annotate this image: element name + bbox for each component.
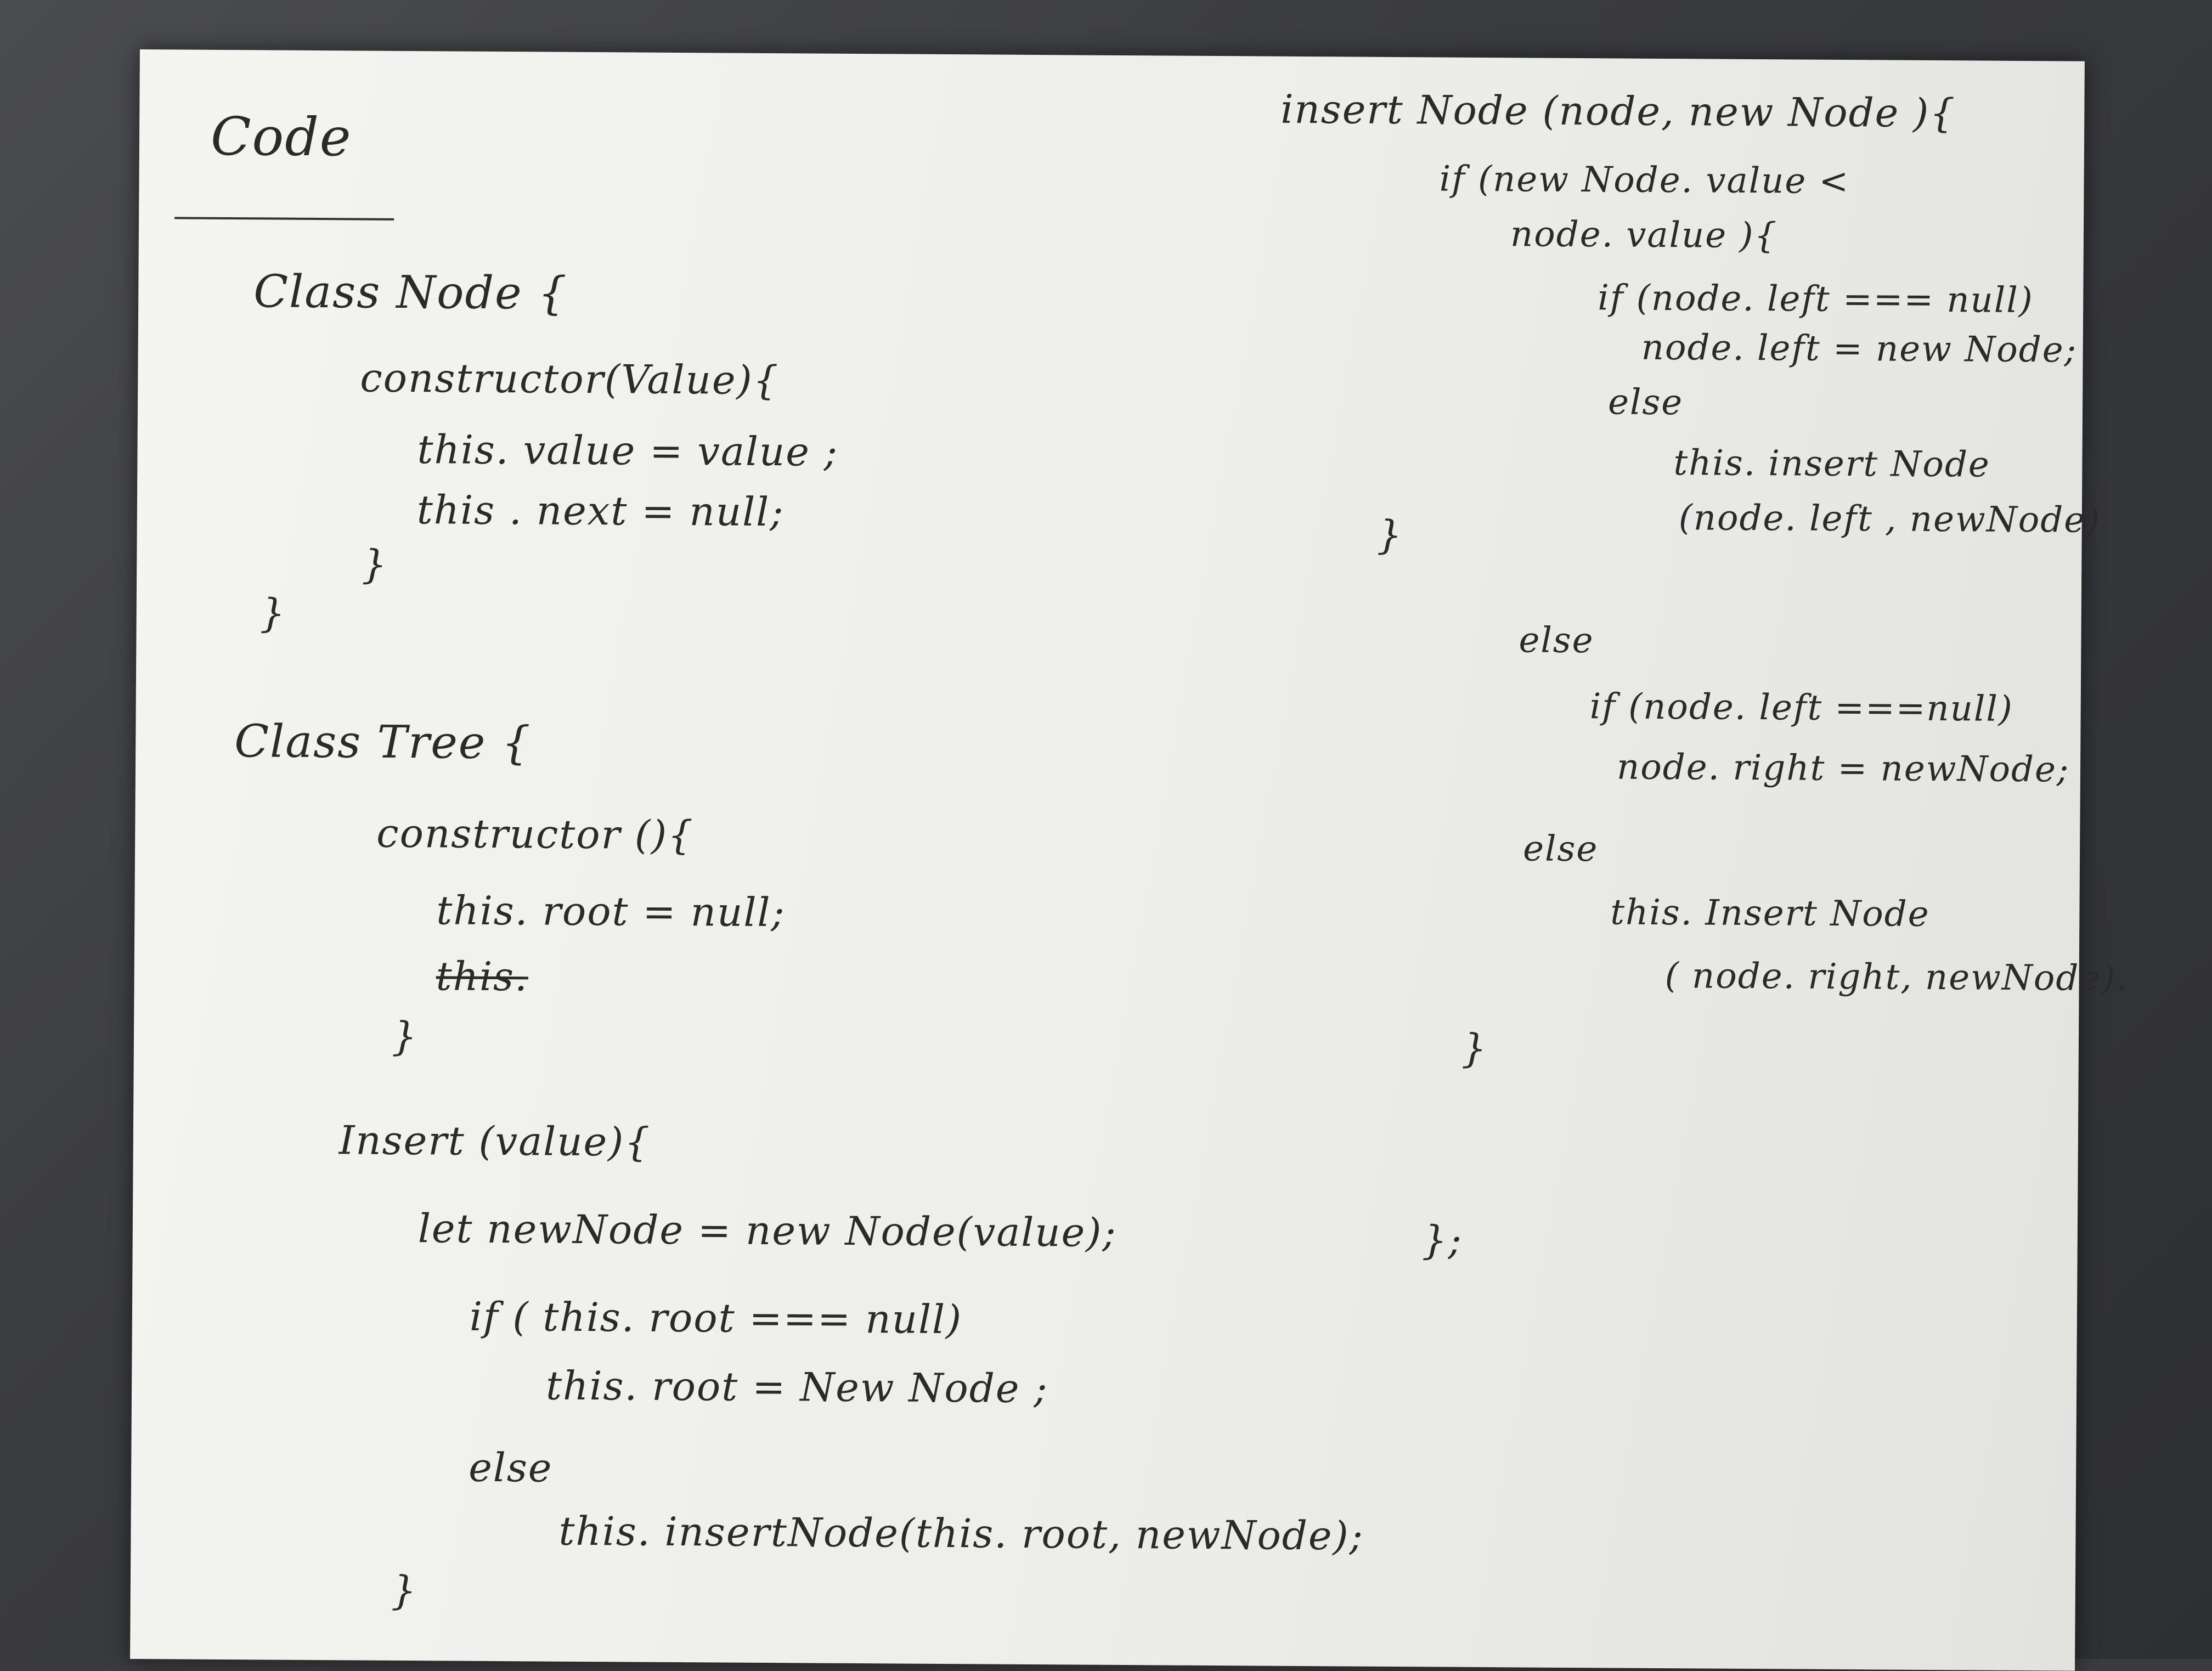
class-tree-line: Class Tree { <box>234 715 532 770</box>
node-value-open-line: node. value ){ <box>1510 214 1778 257</box>
insertnode-signature-line: insert Node (node, new Node ){ <box>1280 86 1956 137</box>
paper-sheet: Code Class Node { constructor(Value){ th… <box>130 49 2129 1671</box>
node-this-value-line: this. value = value ; <box>417 426 839 475</box>
tree-this-root-line: this. root = null; <box>436 887 786 936</box>
this-insertnode-left-line-1: this. insert Node <box>1673 443 1991 486</box>
class-node-line: Class Node { <box>253 266 568 320</box>
else-line-c: else <box>1522 828 1599 870</box>
node-close-inner-brace: } <box>362 541 388 588</box>
if-left-null-line: if (node. left === null) <box>1598 278 2034 321</box>
else-line-a: else <box>1607 382 1684 424</box>
this-root-newnode-line: this. root = New Node ; <box>545 1362 1048 1412</box>
insert-signature-line: Insert (value){ <box>338 1117 651 1165</box>
this-insertnode-call-line: this. insertNode(this. root, newNode); <box>558 1508 1364 1559</box>
insert-close-brace: } <box>391 1567 417 1614</box>
let-newnode-line: let newNode = new Node(value); <box>417 1205 1117 1256</box>
this-insertnode-right-line-2: ( node. right, newNode). <box>1664 956 2129 1000</box>
node-right-assign-line: node. right = newNode; <box>1616 747 2070 791</box>
close-method-brace: }; <box>1421 1217 1463 1263</box>
this-insertnode-right-line-1: this. Insert Node <box>1610 892 1930 935</box>
node-left-assign-line: node. left = new Node; <box>1641 327 2078 371</box>
node-this-next-line: this . next = null; <box>416 487 785 535</box>
if-root-null-line: if ( this. root === null) <box>469 1293 963 1343</box>
heading-underline <box>174 217 394 221</box>
else-line-1: else <box>468 1444 553 1491</box>
heading-code: Code <box>210 105 352 168</box>
node-close-outer-brace: } <box>259 590 286 636</box>
tree-constructor-line: constructor (){ <box>376 810 695 859</box>
this-insertnode-left-line-2: (node. left , newNode) <box>1678 498 2101 541</box>
if-newnode-lt-line: if (new Node. value < <box>1439 159 1850 202</box>
node-constructor-line: constructor(Value){ <box>360 354 780 404</box>
close-else-brace: } <box>1461 1025 1488 1072</box>
if-left-null-line-2: if (node. left ===null) <box>1589 686 2014 730</box>
else-line-b: else <box>1519 620 1594 662</box>
close-if-brace: } <box>1376 511 1403 558</box>
tree-close-ctor-brace: } <box>391 1013 419 1060</box>
tree-struck-text: this. <box>436 953 529 1000</box>
